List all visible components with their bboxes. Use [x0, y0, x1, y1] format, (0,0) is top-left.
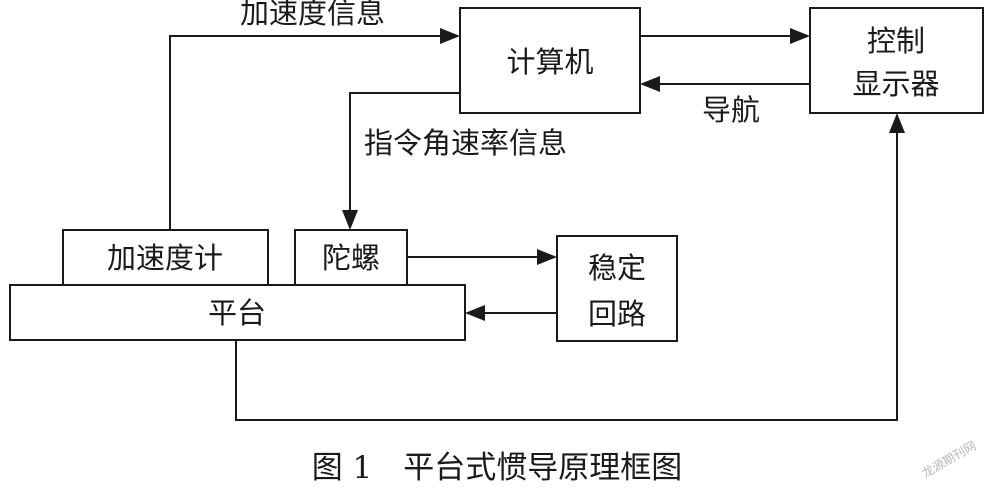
edge-computer-to-display — [640, 28, 810, 44]
arrowhead — [640, 76, 660, 92]
gyro-label: 陀螺 — [322, 241, 380, 275]
arrowhead — [342, 210, 358, 230]
edge-label-navigation: 导航 — [702, 93, 760, 127]
arrowhead — [537, 249, 557, 265]
control-label: 控制 — [867, 24, 925, 58]
platform-node: 平台 — [9, 284, 466, 341]
display-label: 显示器 — [852, 67, 939, 101]
edge-loop-to-platform — [465, 305, 557, 321]
edge-gyro-to-loop — [407, 249, 557, 265]
arrowhead — [889, 113, 905, 133]
edge-display-to-computer — [640, 76, 810, 92]
computer-node: 计算机 — [459, 7, 641, 114]
loop-label: 回路 — [588, 297, 646, 331]
arrowhead — [440, 28, 460, 44]
edge-label-acceleration-info: 加速度信息 — [240, 0, 385, 30]
edge-accelerometer-to-computer — [169, 28, 460, 230]
accelerometer-label: 加速度计 — [107, 241, 223, 275]
stabilization-loop-node: 稳定 回路 — [556, 235, 678, 342]
edge-platform-to-display — [235, 113, 905, 421]
platform-label: 平台 — [208, 296, 266, 330]
edge-label-command-rate-info: 指令角速率信息 — [364, 126, 567, 160]
figure-caption: 图 1 平台式惯导原理框图 — [312, 450, 683, 486]
gyro-node: 陀螺 — [294, 229, 408, 286]
control-display-node: 控制 显示器 — [809, 7, 984, 114]
arrowhead — [790, 28, 810, 44]
edge-computer-to-gyro — [342, 92, 460, 230]
computer-label: 计算机 — [506, 45, 593, 79]
accelerometer-node: 加速度计 — [62, 229, 269, 286]
watermark-text: 龙源期刊网 — [920, 438, 979, 480]
stabilize-label: 稳定 — [588, 251, 646, 285]
arrowhead — [465, 305, 485, 321]
